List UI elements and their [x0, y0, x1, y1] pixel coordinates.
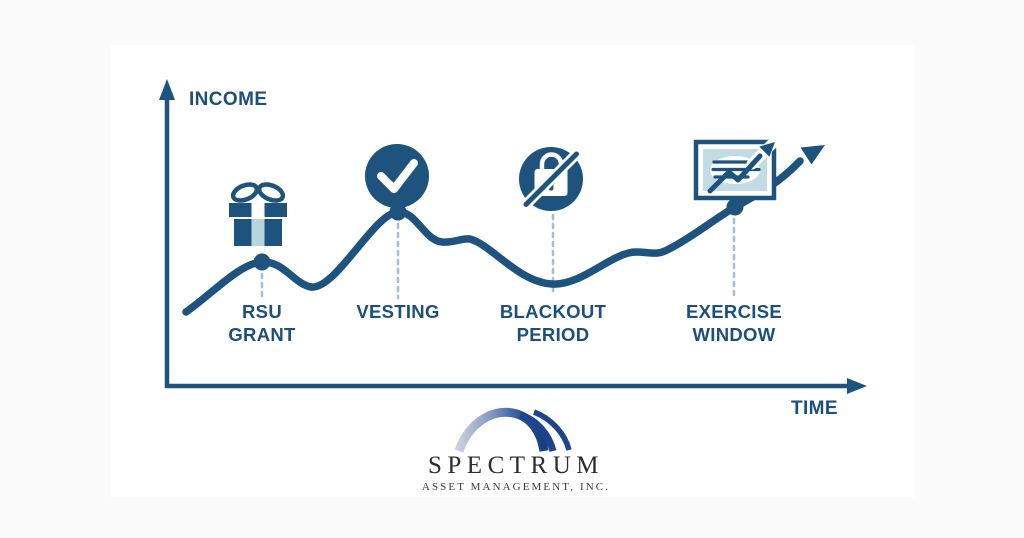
- logo-arch-icon: [454, 407, 572, 453]
- exercise-dot: [726, 198, 744, 216]
- x-axis: [165, 378, 867, 394]
- check-circle-icon: [365, 144, 429, 208]
- income-curve: [182, 145, 825, 316]
- milestone-label-blackout-period: BLACKOUT PERIOD: [499, 301, 607, 345]
- company-subtitle: ASSET MANAGEMENT, INC.: [421, 481, 611, 493]
- curve-arrowhead: [800, 145, 825, 165]
- rsu-grant-dot: [253, 253, 271, 271]
- stock-certificate-icon: [693, 137, 779, 201]
- company-logo: SPECTRUM ASSET MANAGEMENT, INC.: [316, 405, 716, 493]
- y-axis: [159, 79, 175, 388]
- milestone-label-rsu-grant: RSU GRANT: [228, 301, 296, 345]
- x-axis-label: TIME: [791, 398, 838, 419]
- company-name: SPECTRUM: [428, 452, 604, 479]
- gift-icon: [229, 182, 287, 246]
- y-axis-label: INCOME: [189, 89, 268, 110]
- milestone-label-vesting: VESTING: [356, 301, 440, 322]
- milestone-label-exercise-window: EXERCISE WINDOW: [686, 301, 782, 345]
- blocked-lock-icon: [519, 147, 583, 211]
